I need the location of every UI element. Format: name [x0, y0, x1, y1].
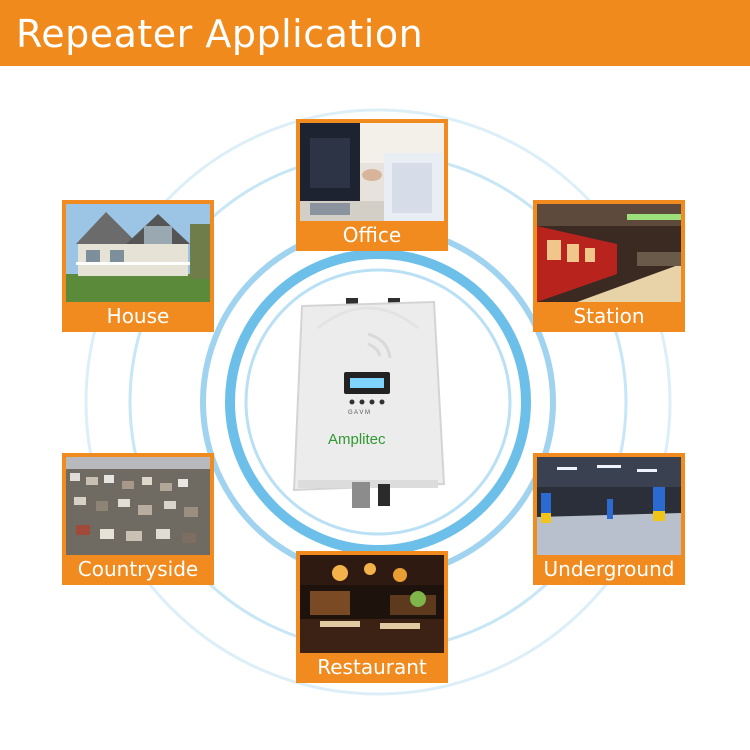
restaurant-photo [300, 555, 444, 653]
office-label: Office [342, 223, 402, 247]
station-photo [537, 204, 681, 302]
countryside-photo [66, 457, 210, 555]
underground-photo [537, 457, 681, 555]
house-photo [66, 204, 210, 302]
house-label: House [106, 304, 170, 328]
repeater-device: G A V M Amplitec [292, 298, 446, 508]
restaurant-card: Restaurant [296, 551, 448, 683]
underground-label: Underground [543, 557, 675, 581]
brand-logo: Amplitec [328, 431, 386, 448]
underground-card: Underground [533, 453, 685, 585]
house-card: House [62, 200, 214, 332]
station-label: Station [573, 304, 645, 328]
restaurant-label: Restaurant [317, 655, 427, 679]
title-banner: Repeater Application [0, 0, 750, 66]
office-photo [300, 123, 444, 221]
countryside-card: Countryside [62, 453, 214, 585]
station-card: Station [533, 200, 685, 332]
office-card: Office [296, 119, 448, 251]
countryside-label: Countryside [77, 557, 199, 581]
indicator-labels: G A V M [348, 410, 370, 416]
page-title: Repeater Application [16, 12, 424, 56]
